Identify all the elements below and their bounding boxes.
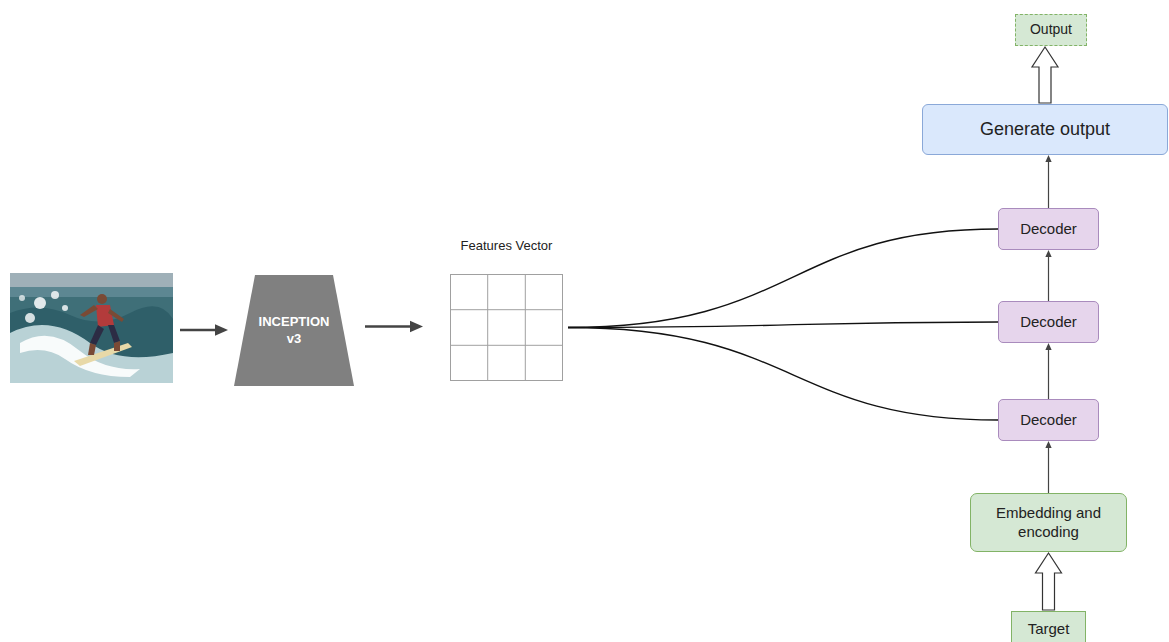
node-label: Output: [1030, 21, 1072, 39]
arrowhead: [1045, 250, 1051, 257]
node-label: Decoder: [1020, 220, 1077, 239]
decoder-box: Decoder: [998, 301, 1099, 343]
input-box: Target: [1011, 611, 1086, 642]
node-label: Decoder: [1020, 411, 1077, 430]
feature-grid: Features Vector: [450, 274, 563, 381]
connector: [1045, 155, 1051, 208]
decoder-box: Decoder: [998, 399, 1099, 441]
arrowhead: [1045, 155, 1051, 162]
connector: [1045, 250, 1051, 301]
embedding-box: Embedding and encoding: [970, 493, 1127, 552]
connector: [1032, 47, 1058, 103]
decoder-box: Decoder: [998, 208, 1099, 250]
output-box: Output: [1015, 14, 1087, 46]
input-arrow: [180, 324, 228, 336]
arrowhead: [1045, 343, 1051, 350]
surfer-photo: [10, 273, 173, 383]
connector: [568, 229, 998, 328]
cnn-block: INCEPTION v3: [234, 275, 354, 386]
arrowhead: [410, 321, 423, 333]
node-label: Embedding and encoding: [984, 504, 1114, 542]
arrowhead: [1045, 441, 1051, 448]
grid-shape: [450, 274, 563, 381]
process-box: Generate output: [922, 104, 1168, 155]
connector: [1036, 553, 1062, 610]
node-label: Target: [1028, 620, 1070, 639]
arrowhead: [215, 324, 228, 336]
node-heading: Features Vector: [461, 238, 553, 254]
connector: [568, 322, 998, 328]
connector: [1045, 441, 1051, 493]
connector: [1045, 343, 1051, 399]
connector: [365, 321, 423, 333]
connector: [568, 328, 998, 421]
node-label: INCEPTION v3: [252, 314, 336, 347]
node-label: Generate output: [980, 118, 1110, 141]
node-label: Decoder: [1020, 313, 1077, 332]
